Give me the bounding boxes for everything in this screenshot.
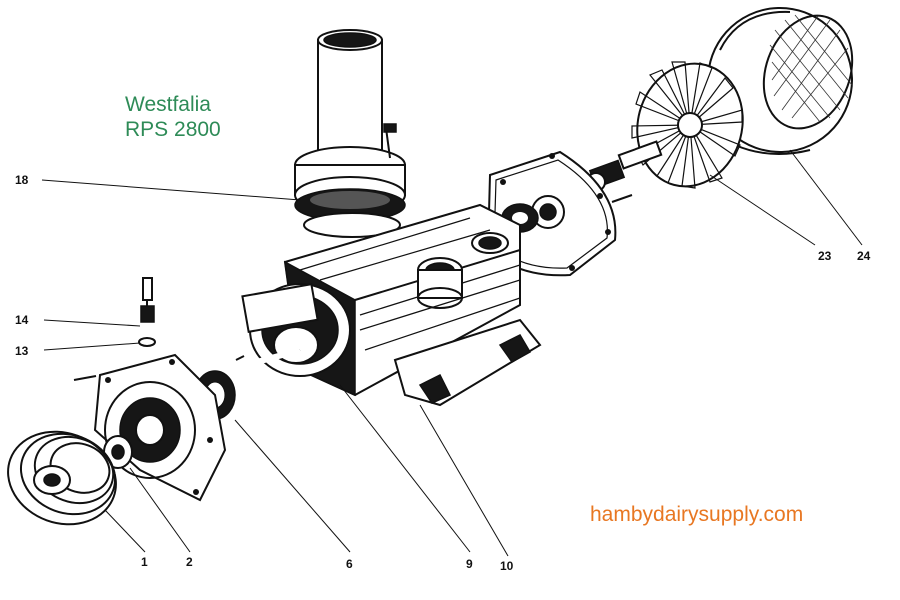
front-end-cover: [73, 353, 227, 502]
callout-23: 23: [818, 249, 832, 263]
callout-24: 24: [857, 249, 871, 263]
callout-1: 1: [141, 555, 148, 569]
brand-name: Westfalia: [125, 93, 211, 116]
callout-13: 13: [15, 344, 29, 358]
callout-2: 2: [186, 555, 193, 569]
fan-cover: [707, 7, 854, 155]
model-name: RPS 2800: [125, 118, 221, 141]
rotor-housing-front: [241, 283, 351, 377]
oiler-fittings: [138, 277, 156, 347]
leader-lines: [41, 149, 863, 557]
callout-labels: 18 14 13 1 2 6 9 10 23 24: [15, 173, 871, 573]
callout-18: 18: [15, 173, 29, 187]
product-title: Westfalia RPS 2800: [125, 92, 221, 142]
callout-10: 10: [500, 559, 514, 573]
fan-cover-mesh: [769, 14, 853, 123]
callout-6: 6: [346, 557, 353, 571]
outlet-ports: [417, 232, 509, 309]
mounting-foot: [393, 318, 542, 407]
sealing-ring-18: [294, 188, 406, 238]
inlet-stack: [294, 29, 406, 214]
callout-9: 9: [466, 557, 473, 571]
website-link[interactable]: hambydairysupply.com: [590, 503, 804, 526]
callout-14: 14: [15, 313, 29, 327]
cooling-fan: [617, 61, 744, 189]
pulley: [7, 430, 117, 526]
